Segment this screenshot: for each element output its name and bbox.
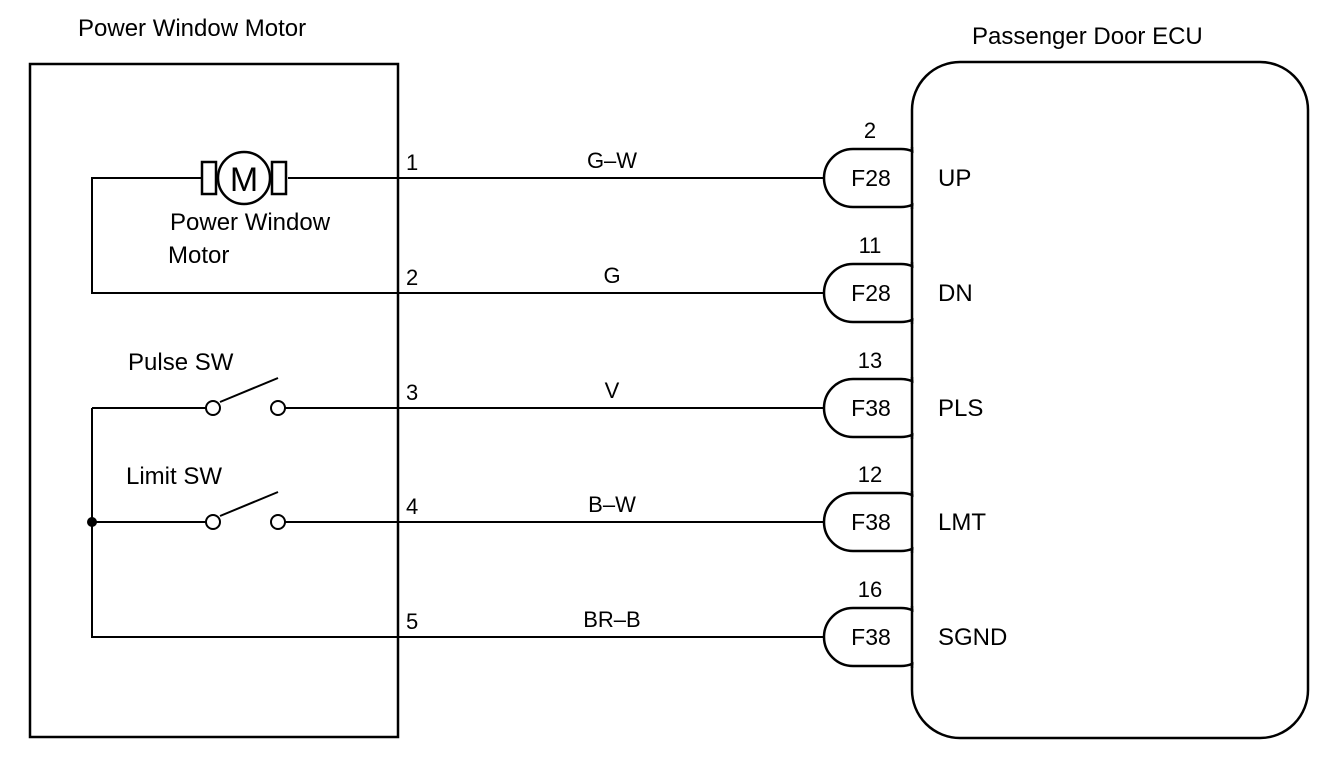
pulse-switch	[92, 377, 398, 416]
connector-oval-mask	[913, 262, 934, 324]
connector-oval-mask	[913, 377, 934, 439]
wire-color-label: B–W	[588, 492, 636, 517]
connector-code: F28	[851, 280, 891, 306]
wire-color-label: G	[603, 263, 620, 288]
motor-block-title: Power Window Motor	[78, 15, 306, 42]
ecu-pin-number: 12	[858, 462, 882, 487]
motor-pin-number: 2	[406, 265, 418, 290]
motor-loop	[91, 177, 398, 294]
motor-label-line2: Motor	[168, 242, 229, 269]
connector-code: F28	[851, 165, 891, 191]
motor-pin-number: 4	[406, 494, 418, 519]
motor-pin-number: 3	[406, 380, 418, 405]
wire-color-label: BR–B	[583, 607, 640, 632]
motor-label-line1: Power Window	[170, 209, 331, 236]
switch-common-bus	[87, 408, 398, 638]
ecu-signal-label: SGND	[938, 624, 1007, 651]
motor-block-frame	[28, 62, 400, 739]
connector-oval-mask	[913, 491, 934, 553]
connector-code: F38	[851, 624, 891, 650]
ecu-pin-number: 13	[858, 348, 882, 373]
motor-pin-number: 5	[406, 609, 418, 634]
limit-switch	[92, 491, 398, 530]
ecu-signal-label: UP	[938, 165, 971, 192]
pulse-switch-label: Pulse SW	[128, 349, 234, 376]
ecu-pin-number: 11	[859, 233, 882, 258]
connector-oval-mask	[913, 147, 934, 209]
motor-letter: M	[230, 161, 258, 199]
motor-symbol: M	[200, 150, 288, 206]
ecu-block-title: Passenger Door ECU	[972, 23, 1203, 50]
connector-code: F38	[851, 509, 891, 535]
ecu-signal-label: LMT	[938, 509, 986, 536]
junction-dot	[87, 517, 97, 527]
wire-color-label: G–W	[587, 148, 637, 173]
motor-pin-number: 1	[406, 150, 418, 175]
ecu-signal-label: PLS	[938, 395, 983, 422]
connector-oval-mask	[913, 606, 934, 668]
ecu-signal-label: DN	[938, 280, 973, 307]
limit-switch-label: Limit SW	[126, 463, 222, 490]
wire-color-label: V	[605, 378, 620, 403]
ecu-pin-number: 2	[864, 118, 876, 143]
ecu-pin-number: 16	[858, 577, 882, 602]
connector-code: F38	[851, 395, 891, 421]
